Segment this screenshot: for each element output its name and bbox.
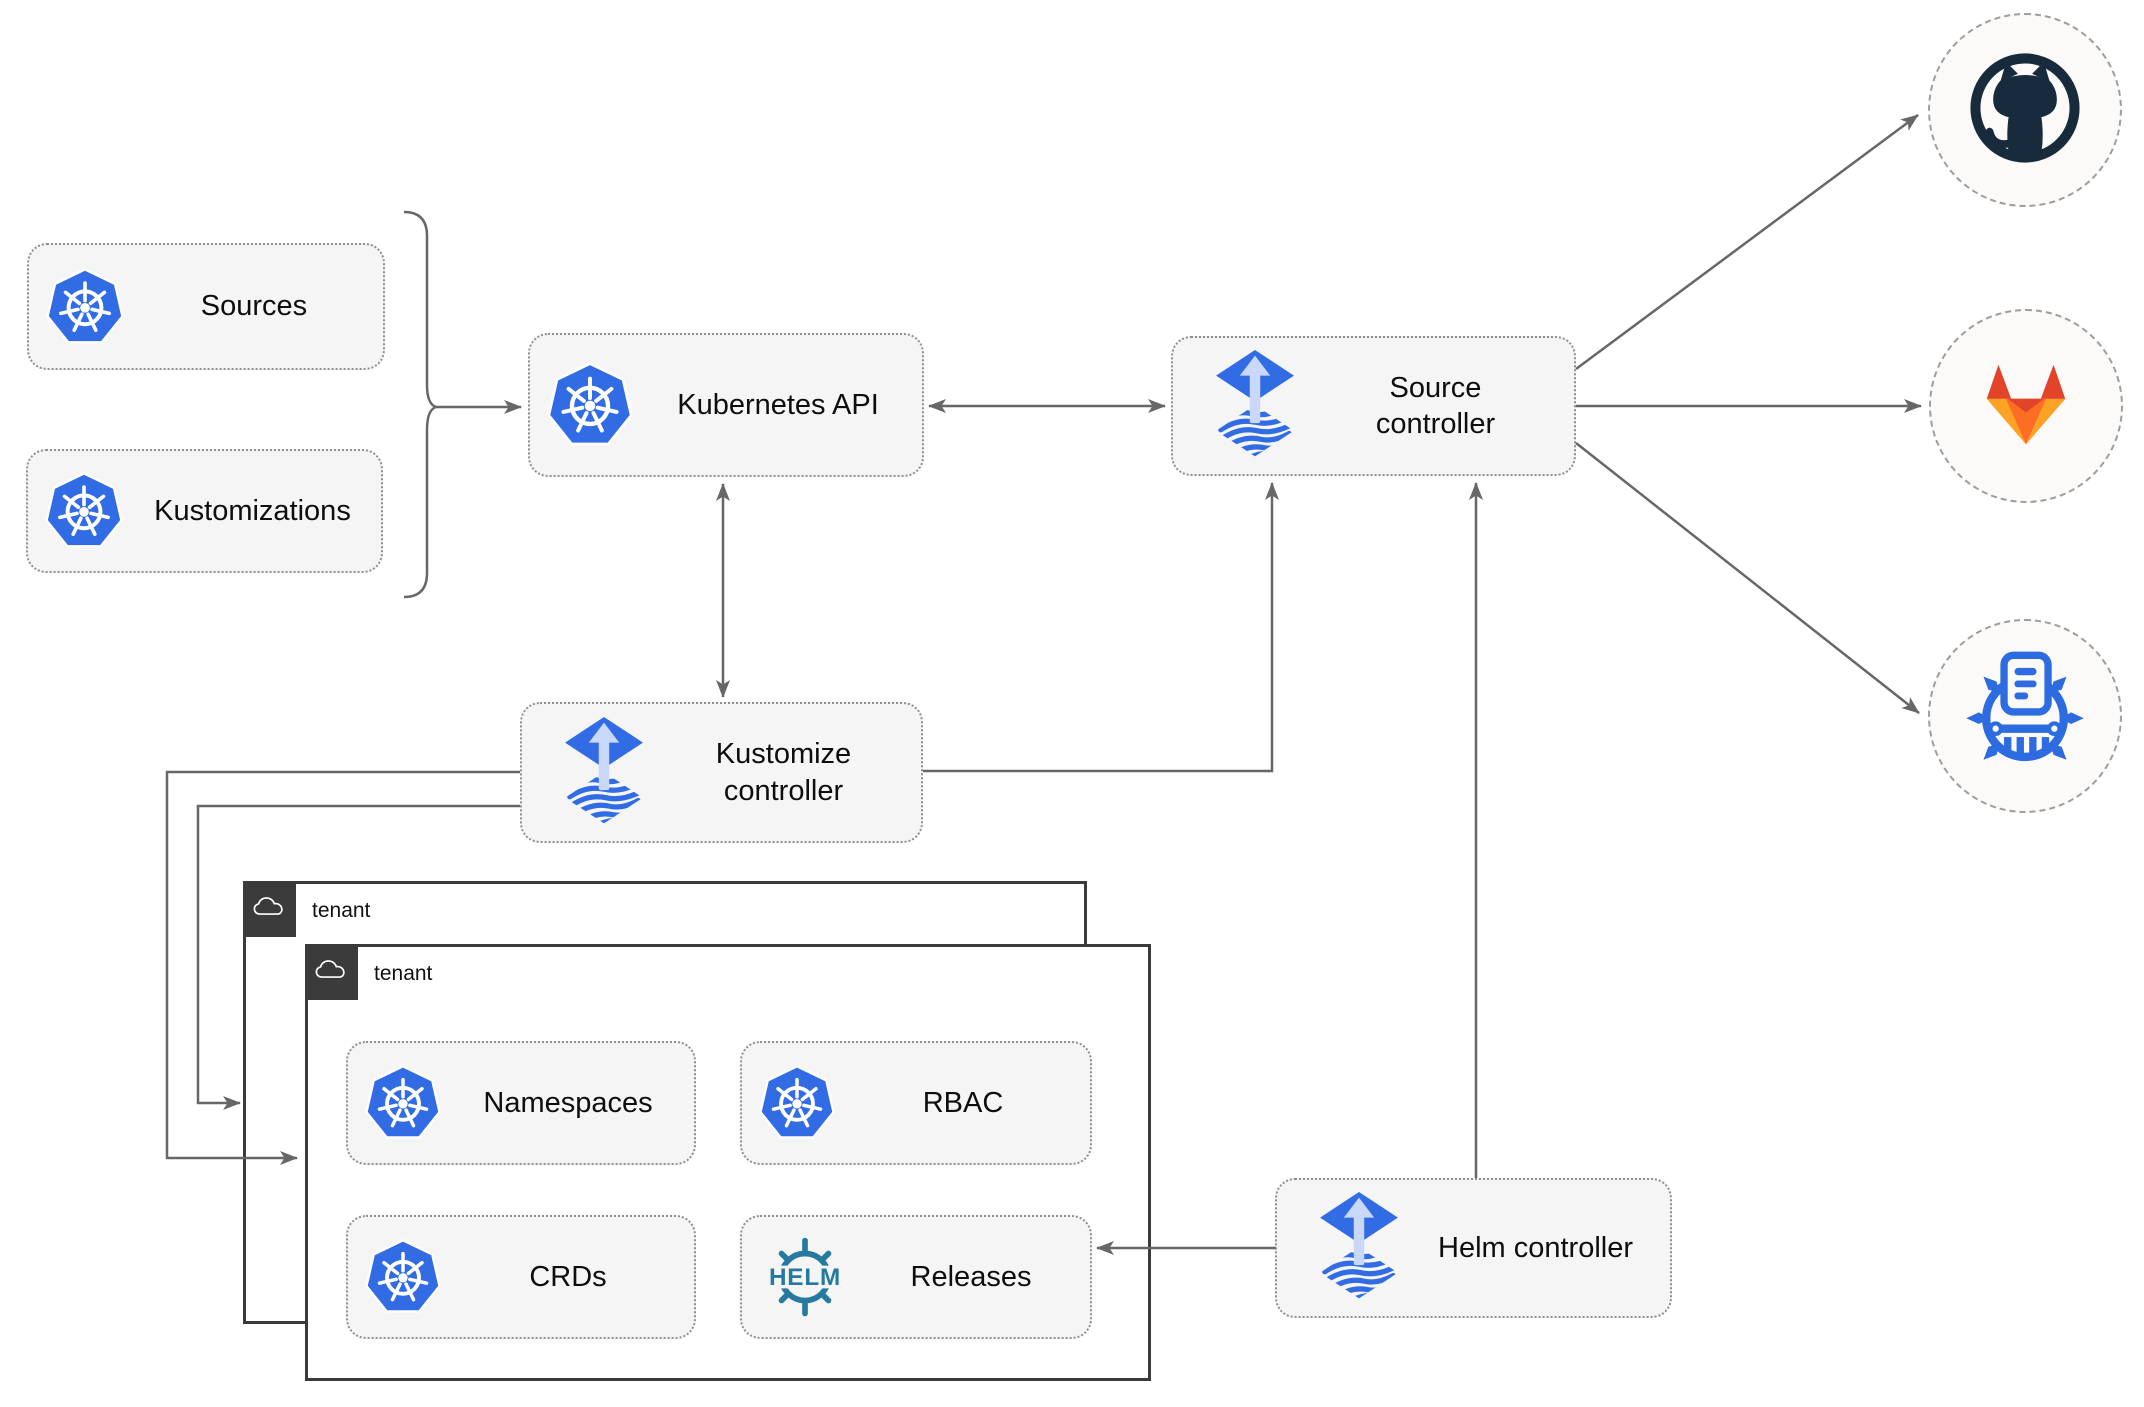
node-releases-label: Releases	[910, 1260, 1032, 1293]
node-kustomizations-label: Kustomizations	[154, 494, 351, 527]
flux-icon	[562, 716, 646, 830]
flux-icon	[1317, 1191, 1401, 1305]
edge-source-to-chart-repository	[1575, 442, 1920, 714]
chartmuseum-icon	[1962, 649, 2088, 784]
kubernetes-icon	[758, 1063, 836, 1143]
cloud-icon	[315, 958, 348, 986]
node-releases[interactable]: HELM Releases	[740, 1215, 1092, 1339]
node-crds[interactable]: CRDs	[346, 1215, 696, 1339]
node-source-controller[interactable]: Source controller	[1171, 336, 1576, 476]
node-sources[interactable]: Sources	[27, 243, 385, 370]
tenant-outer-label: tenant	[312, 899, 371, 922]
tenant-group-inner[interactable]: tenant Namespaces RBAC CRDs HELM	[305, 944, 1151, 1381]
kubernetes-icon	[44, 470, 124, 552]
node-crds-label: CRDs	[529, 1260, 607, 1293]
kubernetes-icon	[45, 266, 125, 348]
node-rbac[interactable]: RBAC	[740, 1041, 1092, 1165]
node-namespaces[interactable]: Namespaces	[346, 1041, 696, 1165]
github-icon	[1966, 49, 2084, 172]
helm-logo-text: HELM	[769, 1264, 841, 1291]
node-sources-label: Sources	[200, 290, 308, 323]
kubernetes-icon	[546, 360, 634, 450]
tenant-header	[305, 944, 358, 1000]
node-helm-controller-label: Helm controller	[1438, 1231, 1633, 1264]
node-kustomize-controller-label: Kustomize controller	[715, 738, 852, 807]
remote-chart-repository[interactable]	[1928, 619, 2122, 813]
node-source-controller-label: Source controller	[1375, 371, 1496, 440]
edge-kustomize-to-source-controller	[923, 482, 1279, 773]
edge-source-to-github	[1575, 113, 1919, 371]
brace-sources-group	[403, 210, 440, 599]
gitlab-icon	[1973, 359, 2079, 454]
node-rbac-label: RBAC	[922, 1086, 1004, 1119]
helm-icon: HELM	[758, 1236, 852, 1318]
remote-gitlab[interactable]	[1929, 309, 2123, 503]
flux-icon	[1213, 349, 1297, 463]
tenant-inner-label: tenant	[374, 962, 433, 985]
node-helm-controller[interactable]: Helm controller	[1275, 1178, 1672, 1318]
node-kubernetes-api[interactable]: Kubernetes API	[528, 333, 924, 477]
kubernetes-icon	[364, 1063, 442, 1143]
node-namespaces-label: Namespaces	[483, 1086, 653, 1119]
tenant-header	[243, 881, 296, 937]
remote-github[interactable]	[1928, 13, 2122, 207]
cloud-icon	[253, 895, 286, 923]
kubernetes-icon	[364, 1237, 442, 1317]
node-kustomize-controller[interactable]: Kustomize controller	[520, 702, 923, 843]
node-kubernetes-api-label: Kubernetes API	[677, 388, 879, 421]
node-kustomizations[interactable]: Kustomizations	[26, 449, 383, 573]
